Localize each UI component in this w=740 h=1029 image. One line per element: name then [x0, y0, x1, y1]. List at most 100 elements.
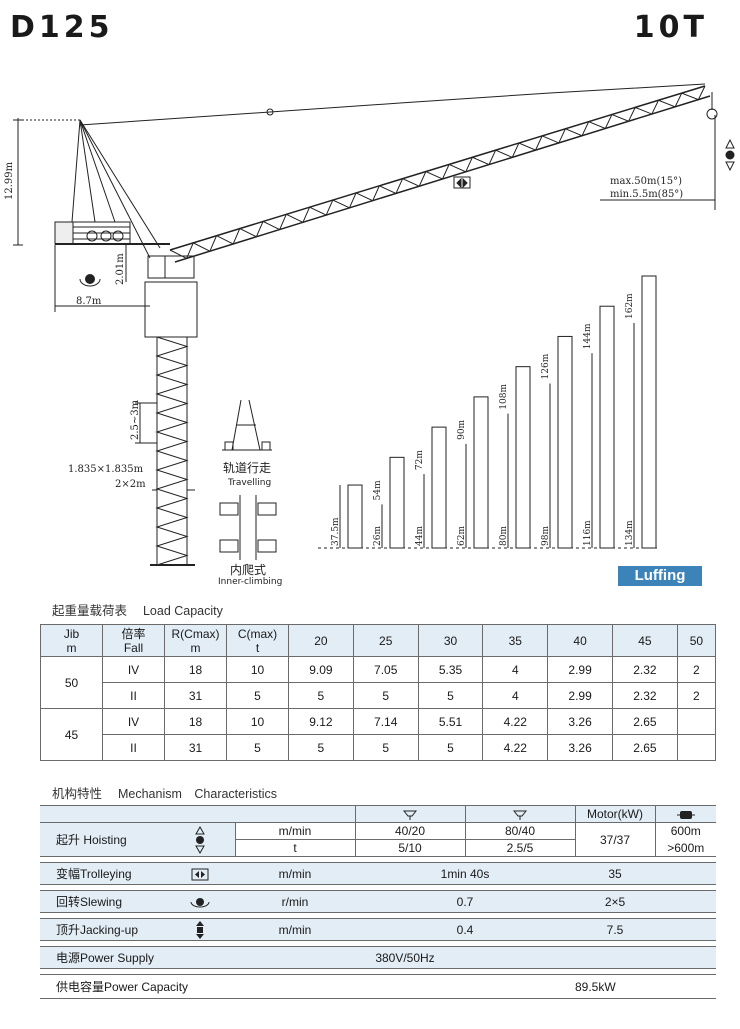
jacking-label: 顶升Jacking-up: [40, 918, 165, 941]
height-bar: [431, 426, 447, 549]
height-bar: [557, 335, 573, 549]
trolley-icon: [165, 862, 235, 885]
free-height-label: 98m: [541, 526, 551, 546]
hoist-motor: 37/37: [574, 822, 655, 857]
mast-size-label: 1.835×1.835m: [68, 464, 144, 475]
jib-cell: 45: [40, 708, 103, 761]
luffing-jib: [169, 85, 711, 263]
jacking-motor: 7.5: [575, 918, 655, 941]
hoist-load-unit: t: [234, 839, 355, 857]
slewing-row: 回转Slewing r/min 0.7 2×5: [40, 890, 716, 913]
model-title: D125: [10, 10, 114, 45]
value-cell: 5.51: [417, 708, 484, 735]
value-cell: 5: [352, 734, 419, 761]
header-radius: 20: [288, 624, 354, 657]
value-cell: 2: [676, 656, 717, 683]
fall-cell: IV: [102, 656, 165, 683]
value-cell: 2.32: [611, 656, 678, 683]
jacking-icon: [165, 918, 235, 941]
header-radius: 50: [676, 624, 717, 657]
value-cell: 4: [482, 656, 549, 683]
value-cell: 3.26: [547, 734, 613, 761]
travelling-cn-label: 轨道行走: [223, 461, 271, 475]
free-height-label: 134m: [625, 520, 635, 546]
value-cell: 2.99: [547, 656, 613, 683]
hoist-speed-1: 40/20: [354, 822, 465, 840]
load-capacity-title: 起重量载荷表 Load Capacity: [52, 604, 223, 618]
hoisting-load-row: t 5/10 2.5/5 >600m: [40, 839, 716, 857]
power-supply-row: 电源Power Supply 380V/50Hz: [40, 946, 716, 969]
slewing-icon: [79, 274, 101, 287]
hoist-load-1: 5/10: [354, 839, 465, 857]
table-row: 50 IV 18 10 9.09 7.05 5.35 4 2.99 2.32 2: [40, 656, 717, 709]
c-cell: 10: [226, 708, 289, 735]
power-supply-label: 电源Power Supply: [40, 946, 235, 969]
mechanism-title: 机构特性 Mechanism Characteristics: [52, 787, 278, 801]
hoisting-row: 起升 Hoisting m/min 40/20 80/40 37/37 600m: [40, 822, 716, 857]
value-cell: [676, 734, 717, 761]
r-cell: 18: [164, 708, 227, 735]
jib-cell: 50: [40, 656, 103, 709]
value-cell: 2.99: [547, 682, 613, 709]
hoist-speed-2: 80/40: [464, 822, 575, 840]
free-height-label: 116m: [583, 520, 593, 546]
height-bar: [599, 305, 615, 549]
height-bar: [389, 456, 405, 549]
r-cell: 18: [164, 656, 227, 683]
height-bar: [641, 275, 657, 549]
hoist-speed-unit: m/min: [234, 822, 355, 840]
fast-speed-icon: [354, 805, 465, 823]
total-height-label: 144m: [583, 323, 593, 349]
total-height-label: 54m: [373, 480, 383, 500]
free-height-label: 26m: [373, 526, 383, 546]
slewing-motor: 2×5: [575, 890, 655, 913]
value-cell: 2.65: [611, 734, 678, 761]
slewing-unit: r/min: [235, 890, 355, 913]
travelling-en-label: Travelling: [227, 478, 271, 488]
value-cell: 2: [676, 682, 717, 709]
free-height-label: 44m: [415, 526, 425, 546]
value-cell: 4.22: [482, 734, 549, 761]
hoist-rope-1: 600m: [654, 822, 716, 840]
power-capacity-label: 供电容量Power Capacity: [40, 974, 235, 999]
value-cell: 2.32: [611, 682, 678, 709]
c-cell: 5: [226, 682, 289, 709]
hoist-icon: [165, 822, 235, 857]
total-height-label: 90m: [457, 419, 467, 439]
free-height-label: 37.5m: [331, 517, 341, 546]
fall-cell: IV: [102, 708, 165, 735]
power-supply-value: 380V/50Hz: [235, 946, 575, 969]
free-height-label: 80m: [499, 526, 509, 546]
height-bar: [473, 396, 489, 549]
fall-cell: II: [102, 734, 165, 761]
counter-jib-label: 8.7m: [76, 296, 102, 307]
value-cell: 4: [482, 682, 549, 709]
power-capacity-value: 89.5kW: [575, 974, 716, 999]
value-cell: 5: [288, 734, 354, 761]
slewing-value: 0.7: [355, 890, 575, 913]
cab-height-label: 2.01m: [115, 253, 126, 285]
height-label: 12.99m: [4, 161, 15, 200]
motor-header: Motor(kW): [574, 805, 655, 823]
value-cell: 7.05: [352, 656, 419, 683]
r-cell: 31: [164, 682, 227, 709]
c-cell: 10: [226, 656, 289, 683]
c-cell: 5: [226, 734, 289, 761]
value-cell: 3.26: [547, 708, 613, 735]
height-bar: [515, 366, 531, 549]
header-c: C(max)t: [226, 624, 289, 657]
total-height-label: 162m: [625, 293, 635, 319]
jacking-row: 顶升Jacking-up m/min 0.4 7.5: [40, 918, 716, 941]
power-capacity-row: 供电容量Power Capacity 89.5kW: [40, 974, 716, 999]
value-cell: 7.14: [352, 708, 419, 735]
hoisting-label: 起升 Hoisting: [40, 822, 165, 857]
trolleying-row: 变幅Trolleying m/min 1min 40s 35: [40, 862, 716, 885]
value-cell: 5: [417, 682, 484, 709]
inner-cn-label: 内爬式: [230, 563, 266, 577]
value-cell: 9.12: [288, 708, 354, 735]
